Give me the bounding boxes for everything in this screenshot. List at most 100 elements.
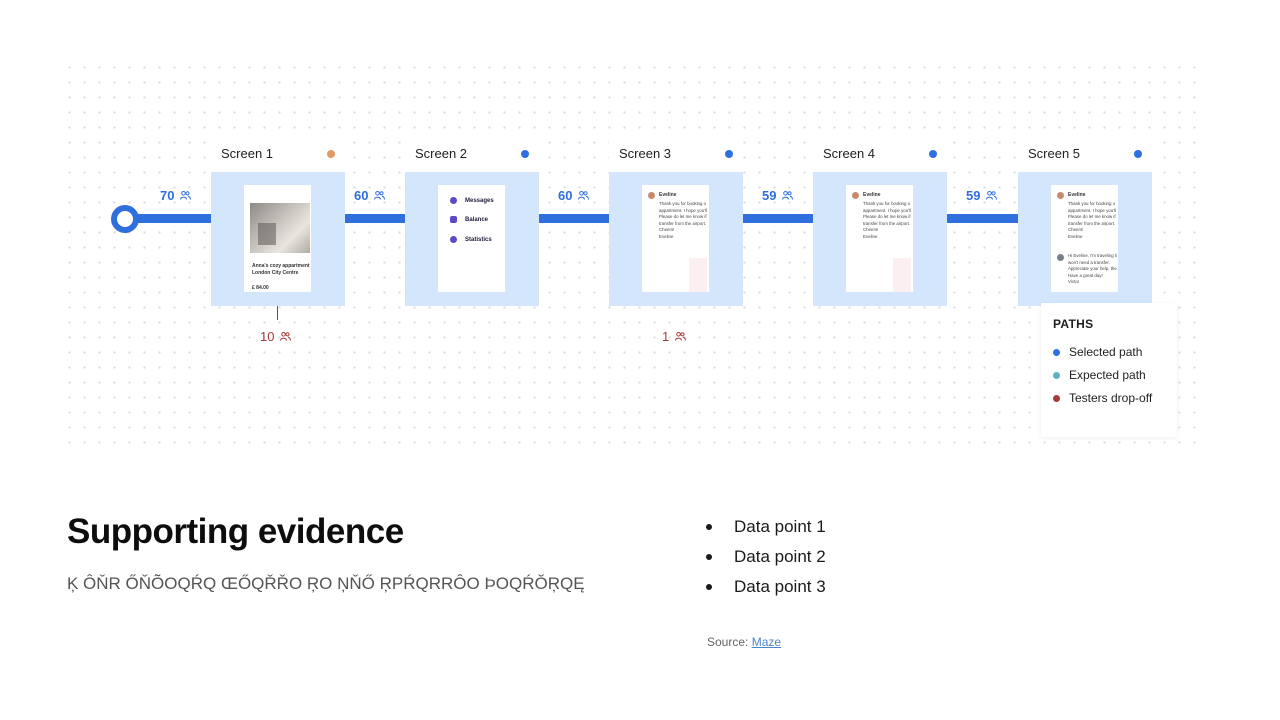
screen-preview: Messages Balance Statistics (405, 172, 539, 306)
screen-status-dot (1134, 149, 1142, 158)
chat-sender: Eveline (1068, 192, 1086, 198)
transition-count: 60 (558, 188, 590, 203)
legend-item-testers-dropoff: Testers drop-off (1053, 389, 1165, 407)
screen-status-dot (929, 149, 937, 158)
chat-decoration (689, 258, 707, 292)
screen-title: Screen 1 (221, 146, 274, 161)
screen-thumbnail: Eveline Thank you for booking o appartme… (642, 185, 709, 292)
transition-count-value: 59 (966, 188, 981, 203)
legend-item-expected-path: Expected path (1053, 366, 1165, 384)
menu-item-label: Messages (465, 197, 494, 204)
slide-heading: Supporting evidence (67, 512, 404, 551)
screen-header: Screen 5 (1018, 135, 1152, 172)
chat-message: Thank you for booking o appartment. I ho… (1068, 201, 1116, 239)
flow-path-segment (538, 214, 610, 223)
balance-icon (450, 216, 457, 223)
chat-sender: Eveline (659, 192, 677, 198)
start-count-value: 70 (160, 188, 175, 203)
flow-path-segment (742, 214, 814, 223)
chat-decoration (893, 258, 911, 292)
source-note: Source: Maze (707, 635, 781, 649)
bullet-list: Data point 1 Data point 2 Data point 3 (706, 512, 826, 602)
dropoff-count: 10 (260, 329, 292, 344)
menu-item: Balance (450, 216, 488, 223)
menu-item: Statistics (450, 236, 492, 243)
listing-photo (250, 203, 310, 253)
paths-legend: PATHS Selected path Expected path Tester… (1041, 303, 1177, 437)
screen-card-2[interactable]: Screen 2 Messages Balance Statistics (405, 135, 539, 306)
screen-title: Screen 4 (823, 146, 876, 161)
bullet-item: Data point 2 (706, 542, 826, 572)
chat-reply: Hi Eveline, I'm traveling li won't need … (1068, 253, 1117, 285)
screen-title: Screen 3 (619, 146, 672, 161)
people-icon (782, 191, 794, 200)
menu-item: Messages (450, 197, 494, 204)
transition-count: 59 (762, 188, 794, 203)
screen-header: Screen 2 (405, 135, 539, 172)
chat-sender: Eveline (863, 192, 881, 198)
screen-card-3[interactable]: Screen 3 Eveline Thank you for booking o… (609, 135, 743, 306)
listing-title: Anna's cozy appartment London City Centr… (252, 263, 310, 276)
flow-path-segment (130, 214, 212, 223)
screen-thumbnail: Eveline Thank you for booking o appartme… (1051, 185, 1118, 292)
transition-count: 59 (966, 188, 998, 203)
screen-status-dot (725, 149, 733, 158)
legend-item-selected-path: Selected path (1053, 343, 1165, 361)
people-icon (675, 332, 687, 341)
transition-count-value: 60 (354, 188, 369, 203)
transition-count-value: 60 (558, 188, 573, 203)
screen-preview: Eveline Thank you for booking o appartme… (1018, 172, 1152, 306)
people-icon (986, 191, 998, 200)
screen-header: Screen 3 (609, 135, 743, 172)
transition-count: 60 (354, 188, 386, 203)
screen-status-dot (327, 149, 335, 158)
dropoff-count: 1 (662, 329, 687, 344)
screen-preview: Anna's cozy appartment London City Centr… (211, 172, 345, 306)
screen-header: Screen 4 (813, 135, 947, 172)
chat-message: Thank you for booking o appartment. I ho… (659, 201, 707, 239)
legend-dot (1053, 349, 1060, 356)
screen-card-5[interactable]: Screen 5 Eveline Thank you for booking o… (1018, 135, 1152, 306)
messages-icon (450, 197, 457, 204)
menu-item-label: Balance (465, 216, 489, 223)
screen-preview: Eveline Thank you for booking o appartme… (813, 172, 947, 306)
legend-label: Testers drop-off (1069, 391, 1153, 405)
screen-card-4[interactable]: Screen 4 Eveline Thank you for booking o… (813, 135, 947, 306)
people-icon (374, 191, 386, 200)
menu-item-label: Statistics (465, 236, 492, 243)
people-icon (280, 332, 292, 341)
screen-thumbnail: Anna's cozy appartment London City Centr… (244, 185, 311, 292)
chat-message: Thank you for booking o appartment. I ho… (863, 201, 911, 239)
dropoff-count-value: 10 (260, 329, 275, 344)
source-link[interactable]: Maze (751, 635, 782, 649)
flow-start-node (111, 205, 139, 233)
start-count: 70 (160, 188, 192, 203)
transition-count-value: 59 (762, 188, 777, 203)
screen-header: Screen 1 (211, 135, 345, 172)
screen-thumbnail: Eveline Thank you for booking o appartme… (846, 185, 913, 292)
legend-dot (1053, 372, 1060, 379)
screen-title: Screen 5 (1028, 146, 1081, 161)
slide-subtitle: Ķ ÔŇR ŐŇÕOQŔQ ŒŐQŘŘO ŖO ŅŇŐ ŖPŔQRRÔO ÞOQ… (67, 574, 585, 593)
screen-title: Screen 2 (415, 146, 468, 161)
screen-thumbnail: Messages Balance Statistics (438, 185, 505, 292)
source-prefix: Source: (707, 635, 752, 649)
listing-price: £ 84.00 (252, 285, 269, 291)
avatar (852, 192, 859, 199)
flow-path-segment (344, 214, 406, 223)
bullet-item: Data point 3 (706, 572, 826, 602)
legend-label: Selected path (1069, 345, 1143, 359)
legend-title: PATHS (1053, 317, 1094, 331)
bullet-item: Data point 1 (706, 512, 826, 542)
avatar (648, 192, 655, 199)
screen-preview: Eveline Thank you for booking o appartme… (609, 172, 743, 306)
people-icon (578, 191, 590, 200)
statistics-icon (450, 236, 457, 243)
people-icon (180, 191, 192, 200)
dropoff-count-value: 1 (662, 329, 670, 344)
avatar (1057, 192, 1064, 199)
screen-card-1[interactable]: Screen 1 Anna's cozy appartment London C… (211, 135, 345, 306)
legend-dot (1053, 395, 1060, 402)
dropoff-connector (277, 306, 278, 320)
screen-status-dot (521, 149, 529, 158)
